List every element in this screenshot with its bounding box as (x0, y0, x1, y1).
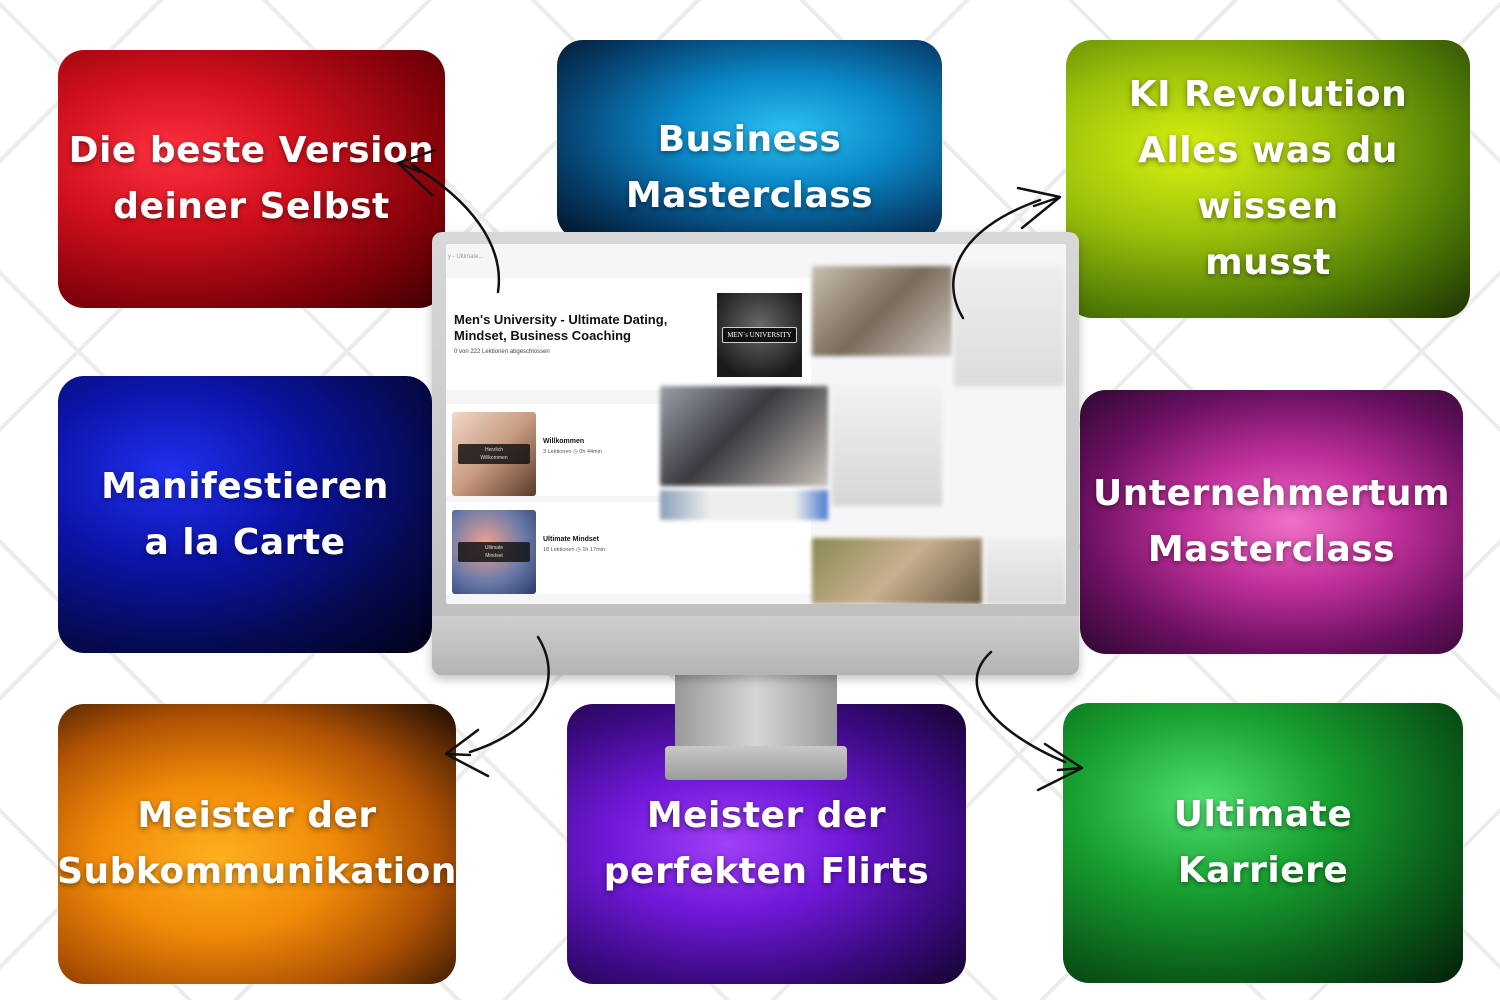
course-card-title: Unternehmertum Masterclass (1093, 473, 1450, 570)
course-card-ultimate-karriere[interactable]: Ultimate Karriere (1063, 703, 1463, 983)
course-card-unternehmertum[interactable]: Unternehmertum Masterclass (1080, 390, 1463, 654)
course-progress: 0 von 222 Lektionen abgeschlossen (454, 349, 550, 355)
monitor-foot (665, 746, 847, 780)
course-card-manifestieren[interactable]: Manifestieren a la Carte (58, 376, 432, 653)
course-header: Men's University - Ultimate Dating, Mind… (446, 278, 811, 390)
blurred-video-preview (812, 538, 982, 604)
course-card-title: KI Revolution Alles was du wissen musst (1128, 74, 1408, 283)
blurred-video-preview (660, 386, 828, 486)
monitor-chin (432, 616, 1079, 675)
module-thumbnail-label: Ultimate Mindset (458, 542, 530, 562)
module-name: Ultimate Mindset (543, 536, 600, 543)
course-thumbnail[interactable]: MEN´s UNIVERSITY (717, 293, 802, 377)
course-card-title: Die beste Version deiner Selbst (68, 130, 435, 227)
module-thumbnail-label: Herzlich Willkommen (458, 444, 530, 464)
monitor-screen: y - Ultimate... Men's University - Ultim… (446, 244, 1066, 604)
blurred-sidebar-preview (954, 266, 1064, 386)
course-card-business-masterclass[interactable]: Business Masterclass (557, 40, 942, 240)
breadcrumb[interactable]: y - Ultimate... (448, 254, 484, 260)
blurred-sidebar-preview (986, 538, 1066, 604)
module-thumbnail[interactable]: Ultimate Mindset (452, 510, 536, 594)
blurred-video-preview (812, 266, 952, 356)
course-card-subkommunikation[interactable]: Meister der Subkommunikation (58, 704, 456, 984)
course-card-title: Meister der Subkommunikation (58, 795, 456, 892)
course-card-title: Manifestieren a la Carte (101, 465, 389, 563)
module-meta: 3 Lektionen ◷ 0h 44min (543, 449, 602, 455)
monitor: y - Ultimate... Men's University - Ultim… (432, 232, 1079, 675)
course-card-beste-version[interactable]: Die beste Version deiner Selbst (58, 50, 445, 308)
course-card-title: Business Masterclass (625, 119, 874, 216)
course-card-ki-revolution[interactable]: KI Revolution Alles was du wissen musst (1066, 40, 1470, 318)
course-card-title: Ultimate Karriere (1173, 794, 1353, 891)
monitor-stand (675, 670, 837, 748)
module-thumbnail[interactable]: Herzlich Willkommen (452, 412, 536, 496)
module-meta: 18 Lektionen ◷ 1h 17min (543, 547, 605, 553)
blurred-sidebar-preview (832, 386, 942, 506)
module-name: Willkommen (543, 438, 585, 445)
course-thumbnail-label: MEN´s UNIVERSITY (722, 327, 797, 343)
course-title: Men's University - Ultimate Dating, Mind… (454, 312, 668, 343)
blurred-bar (660, 490, 828, 520)
course-card-title: Meister der perfekten Flirts (603, 795, 930, 892)
